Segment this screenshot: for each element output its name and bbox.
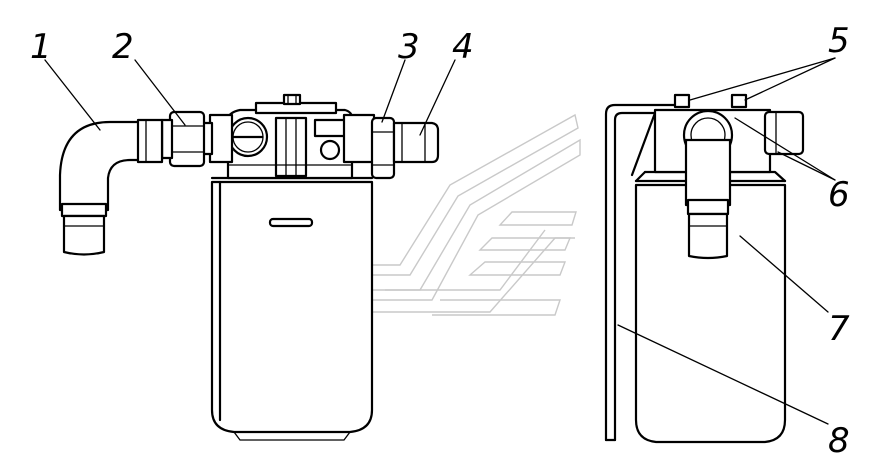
leader-6a [734,117,836,181]
right-view [604,93,805,444]
elbow-hose [58,118,164,256]
left-view [58,93,440,441]
callout-5: 5 [828,21,850,61]
filter-head-left [226,93,354,180]
filter-canister-left [210,176,374,441]
outlet-fittings [342,113,440,180]
leader-5a [689,57,836,101]
callout-4: 4 [452,27,474,67]
leader-7 [739,235,829,313]
leader-1 [44,59,101,131]
mounting-bracket [604,103,687,442]
leader-2 [134,59,186,126]
leader-3 [381,59,406,123]
inlet-fittings [160,110,234,168]
callout-labels: 1 2 3 4 5 6 7 8 [30,21,850,461]
filter-head-right [653,93,805,260]
callout-1: 1 [30,27,52,67]
callout-6: 6 [828,175,850,215]
callout-8: 8 [828,421,850,461]
leader-4 [419,59,456,136]
callout-2: 2 [112,27,134,67]
leader-6b [777,151,836,181]
leader-lines [44,57,836,425]
callout-7: 7 [828,309,850,349]
callout-3: 3 [398,27,420,67]
leader-5b [744,57,836,101]
leader-8 [617,324,829,425]
